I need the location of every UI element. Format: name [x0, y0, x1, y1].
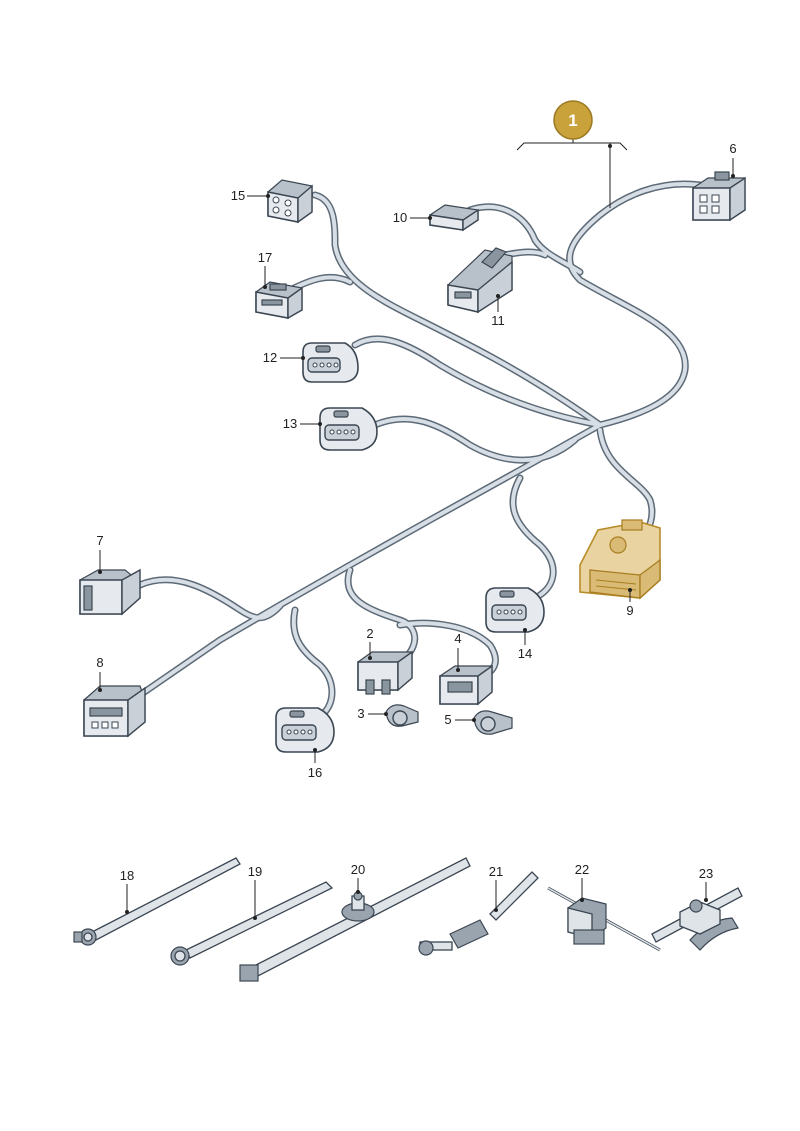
assembly-badge-number: 1	[568, 111, 577, 130]
cable-tie-18[interactable]	[73, 857, 241, 946]
callout-19: 19	[248, 864, 262, 920]
callout-21: 21	[489, 864, 503, 912]
svg-text:20: 20	[351, 862, 365, 877]
svg-text:11: 11	[491, 313, 505, 328]
svg-text:6: 6	[729, 141, 736, 156]
connector-8[interactable]	[83, 685, 146, 738]
svg-text:13: 13	[283, 416, 297, 431]
svg-text:4: 4	[454, 631, 461, 646]
connector-2[interactable]	[357, 650, 413, 695]
callout-18: 18	[120, 868, 134, 914]
svg-text:8: 8	[96, 655, 103, 670]
terminal-3[interactable]	[385, 704, 419, 727]
cable-tie-21[interactable]	[418, 871, 539, 956]
svg-text:22: 22	[575, 862, 589, 877]
callout-8: 8	[96, 655, 104, 692]
svg-text:10: 10	[393, 210, 407, 225]
connector-4[interactable]	[439, 664, 493, 706]
callout-10: 10	[393, 210, 432, 225]
connector-7[interactable]	[79, 568, 141, 616]
cable-tie-19[interactable]	[170, 881, 334, 966]
svg-text:18: 18	[120, 868, 134, 883]
svg-text:2: 2	[366, 626, 373, 641]
clip-23[interactable]	[651, 887, 743, 951]
callout-6: 6	[729, 141, 737, 178]
callout-7: 7	[96, 533, 104, 574]
callout-12: 12	[263, 350, 305, 365]
connector-11[interactable]	[447, 247, 513, 314]
svg-text:16: 16	[308, 765, 322, 780]
callout-23: 23	[699, 866, 713, 902]
callout-20: 20	[351, 862, 365, 894]
callout-14: 14	[518, 628, 532, 661]
connector-12[interactable]	[302, 342, 359, 383]
assembly-callout-1[interactable]: 1	[516, 100, 628, 208]
clip-22[interactable]	[547, 886, 661, 952]
callout-15: 15	[231, 188, 270, 203]
connector-10[interactable]	[429, 204, 479, 232]
svg-text:23: 23	[699, 866, 713, 881]
wiring-harness	[136, 180, 704, 716]
svg-text:21: 21	[489, 864, 503, 879]
connector-14[interactable]	[485, 587, 545, 633]
connector-6[interactable]	[692, 171, 746, 222]
assembly-badge	[553, 100, 593, 140]
callout-11: 11	[491, 294, 505, 328]
callout-9: 9	[626, 588, 634, 618]
connector-15[interactable]	[267, 179, 313, 224]
callout-22: 22	[575, 862, 589, 902]
terminal-5[interactable]	[473, 710, 513, 735]
svg-text:12: 12	[263, 350, 277, 365]
svg-text:14: 14	[518, 646, 532, 661]
svg-text:7: 7	[96, 533, 103, 548]
callout-16: 16	[308, 748, 322, 780]
svg-text:5: 5	[444, 712, 451, 727]
callout-17: 17	[258, 250, 272, 289]
callout-5: 5	[444, 712, 476, 727]
connector-16[interactable]	[275, 707, 335, 753]
cable-tie-20[interactable]	[239, 857, 471, 982]
svg-text:9: 9	[626, 603, 633, 618]
callout-2: 2	[366, 626, 374, 660]
connector-17[interactable]	[255, 281, 303, 320]
connector-9-highlighted[interactable]	[579, 519, 661, 600]
svg-text:15: 15	[231, 188, 245, 203]
callout-13: 13	[283, 416, 322, 431]
svg-text:19: 19	[248, 864, 262, 879]
callout-4: 4	[454, 631, 462, 672]
connector-13[interactable]	[319, 407, 378, 451]
svg-text:17: 17	[258, 250, 272, 265]
callout-3: 3	[357, 706, 388, 721]
svg-text:3: 3	[357, 706, 364, 721]
